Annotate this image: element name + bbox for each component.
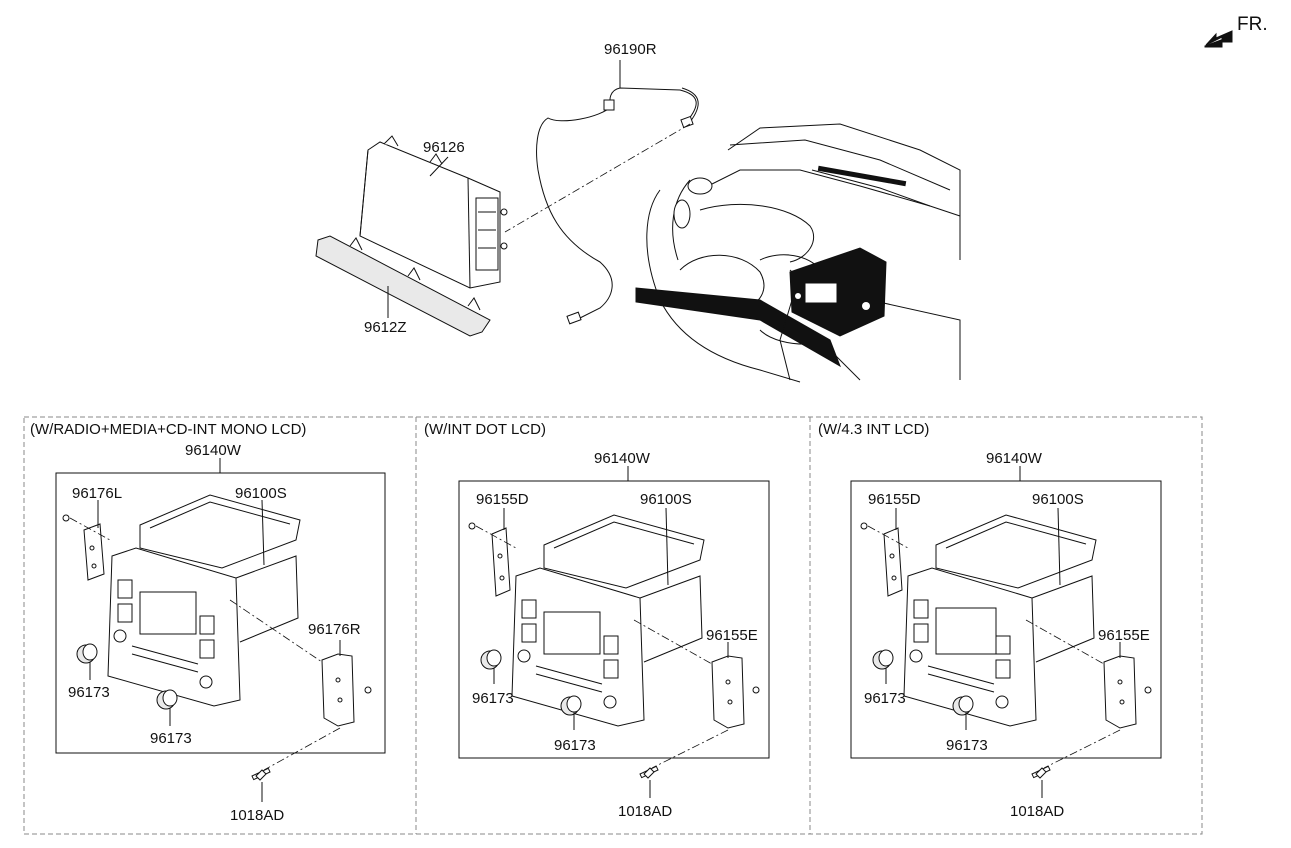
front-label: FR. — [1237, 14, 1268, 35]
section-1-left-bracket-drawing — [62, 514, 105, 581]
section-2-knob-b-label: 96173 — [554, 737, 596, 754]
section-2-screw-label: 1018AD — [618, 803, 672, 820]
section-2-title: (W/INT DOT LCD) — [424, 421, 546, 438]
section-3-screw-drawing — [1031, 765, 1051, 779]
section-2-screw-drawing — [639, 765, 659, 779]
bezel-9612Z-drawing — [315, 235, 491, 337]
section-3-title: (W/4.3 INT LCD) — [818, 421, 929, 438]
section-3-knob-b-drawing — [952, 695, 974, 716]
section-2-head-unit-drawing — [511, 514, 705, 727]
section-3-assembly-label: 96140W — [986, 450, 1043, 467]
section-3-screw-label: 1018AD — [1010, 803, 1064, 820]
section-1-bracket-left-label: 96176L — [72, 485, 122, 502]
section-2-knob-a-drawing — [480, 649, 502, 670]
section-3-right-bracket-drawing — [1103, 655, 1152, 729]
section-3-knob-b-label: 96173 — [946, 737, 988, 754]
section-3-head-unit-drawing — [903, 514, 1097, 727]
section-2-unit-label: 96100S — [640, 491, 692, 508]
section-1-knob-b-drawing — [156, 689, 178, 710]
cable-96190R-label: 96190R — [604, 41, 657, 58]
section-1-knob-a-drawing — [76, 643, 98, 664]
section-3-unit-label: 96100S — [1032, 491, 1084, 508]
bracket-96126-drawing — [359, 135, 508, 289]
section-3: (W/4.3 INT LCD) 96140W — [818, 421, 1162, 820]
section-2-left-bracket-drawing — [468, 522, 511, 597]
section-1: (W/RADIO+MEDIA+CD-INT MONO LCD) 96140W — [30, 421, 386, 824]
bracket-96126-label: 96126 — [423, 139, 465, 156]
section-1-bracket-right-label: 96176R — [308, 621, 361, 638]
section-2-right-bracket-drawing — [711, 655, 760, 729]
section-2-bracket-left-label: 96155D — [476, 491, 529, 508]
cable-96190R-drawing — [536, 87, 699, 325]
section-1-knob-a-label: 96173 — [68, 684, 110, 701]
section-1-right-bracket-drawing — [321, 653, 372, 727]
section-2-knob-a-label: 96173 — [472, 690, 514, 707]
section-3-left-bracket-drawing — [860, 522, 903, 597]
section-3-bracket-left-label: 96155D — [868, 491, 921, 508]
section-1-screw-label: 1018AD — [230, 807, 284, 824]
top-assembly: 96126 9612Z 96190R — [315, 41, 961, 383]
section-1-assembly-label: 96140W — [185, 442, 242, 459]
section-2: (W/INT DOT LCD) 96140W — [424, 421, 770, 820]
section-1-title: (W/RADIO+MEDIA+CD-INT MONO LCD) — [30, 421, 306, 438]
section-3-bracket-right-label: 96155E — [1098, 627, 1150, 644]
section-2-assembly-label: 96140W — [594, 450, 651, 467]
bezel-9612Z-label: 9612Z — [364, 319, 407, 336]
section-1-head-unit-drawing — [107, 494, 301, 707]
section-1-unit-label: 96100S — [235, 485, 287, 502]
section-2-knob-b-drawing — [560, 695, 582, 716]
front-direction-indicator: FR. — [1204, 14, 1268, 48]
section-1-screw-drawing — [251, 767, 271, 781]
section-3-knob-a-drawing — [872, 649, 894, 670]
dashboard-illustration — [635, 123, 961, 383]
section-3-knob-a-label: 96173 — [864, 690, 906, 707]
section-2-bracket-right-label: 96155E — [706, 627, 758, 644]
section-1-knob-b-label: 96173 — [150, 730, 192, 747]
